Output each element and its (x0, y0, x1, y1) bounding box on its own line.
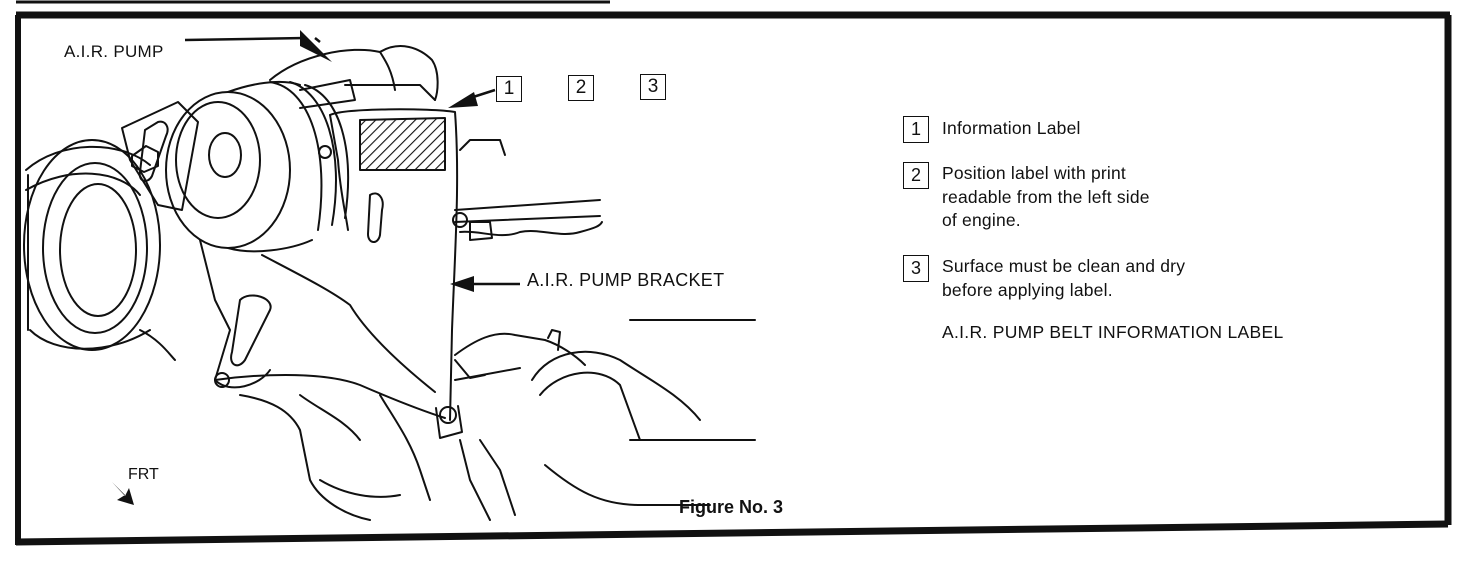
legend-heading: A.I.R. PUMP BELT INFORMATION LABEL (942, 322, 1284, 342)
air-pump-bracket (199, 108, 463, 439)
frt-label: FRT (128, 466, 159, 483)
pump-lug (121, 101, 199, 211)
engine-top (452, 139, 603, 379)
legend-text-3: Surface must be clean and dry before app… (942, 256, 1186, 300)
air-pump-label: A.I.R. PUMP (64, 42, 164, 61)
leader-arrows (112, 30, 520, 505)
legend-text-2: Position label with print readable from … (942, 163, 1150, 230)
callout-1: 1 (496, 76, 522, 102)
legend-number-1: 1 (903, 116, 929, 143)
legend-number-2: 2 (903, 162, 929, 189)
callout-2: 2 (568, 75, 594, 101)
callout-3: 3 (640, 74, 666, 100)
legend-number-3: 3 (903, 255, 929, 282)
page-frame (15, 0, 1452, 546)
air-pump-bracket-label: A.I.R. PUMP BRACKET (527, 270, 725, 290)
engine-block (139, 319, 756, 521)
figure-caption: Figure No. 3 (679, 497, 784, 517)
air-pump-body (269, 45, 439, 109)
crank-pulley (23, 139, 161, 351)
air-pump-pulley (165, 80, 349, 253)
legend-text-1: Information Label (942, 118, 1081, 138)
